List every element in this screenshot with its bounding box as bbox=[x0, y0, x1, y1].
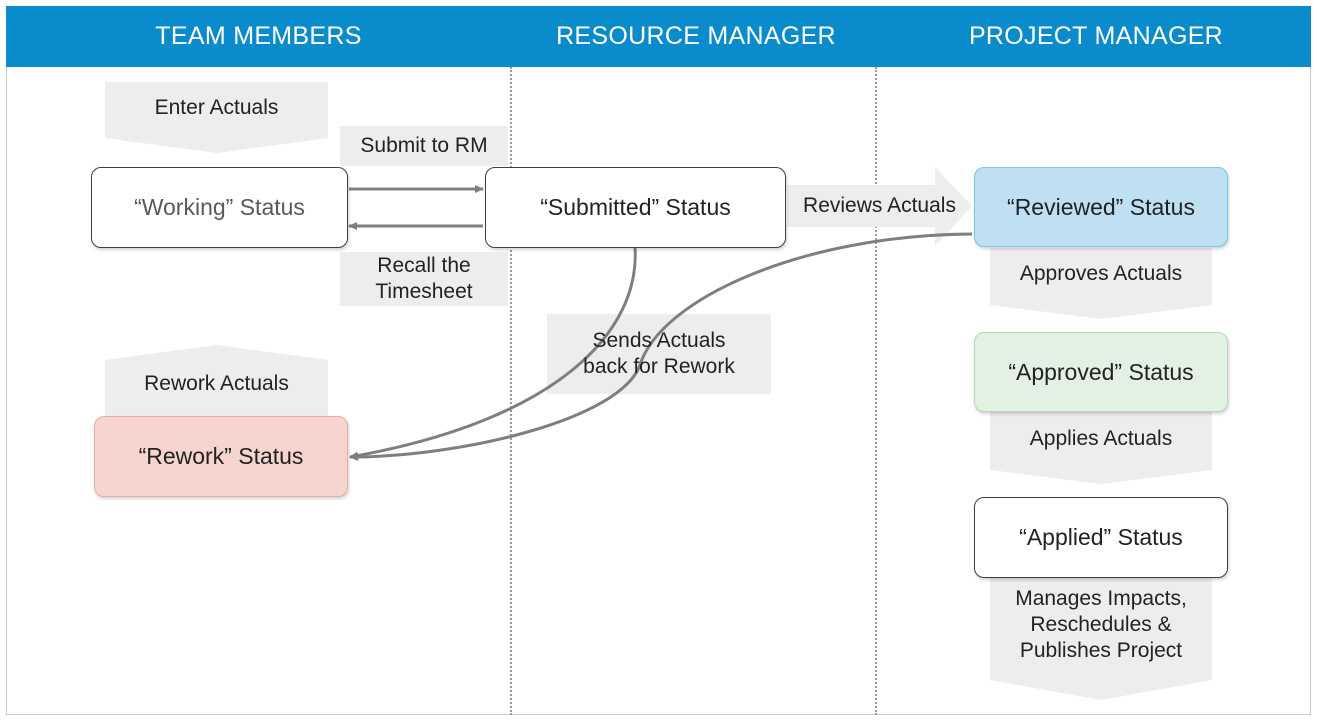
swimlane-header: TEAM MEMBERS RESOURCE MANAGER PROJECT MA… bbox=[6, 6, 1311, 67]
rework-status-label: “Rework” Status bbox=[138, 443, 304, 469]
approves-actuals-arrow bbox=[990, 248, 1212, 319]
rework-actuals-arrow bbox=[105, 345, 328, 418]
sends-back-label-bg bbox=[547, 314, 771, 394]
approves-actuals-label: Approves Actuals bbox=[1019, 262, 1183, 285]
recall-label-bg bbox=[340, 252, 508, 306]
recall-timesheet-label: Recall the Timesheet bbox=[375, 254, 473, 303]
submit-to-rm-label: Submit to RM bbox=[360, 134, 488, 157]
reviews-actuals-arrow bbox=[787, 167, 972, 246]
applied-status-box: “Applied” Status bbox=[974, 497, 1228, 578]
pm-rework-connector bbox=[349, 232, 973, 461]
sends-back-label: Sends Actuals back for Rework bbox=[583, 329, 735, 378]
manages-impacts-arrow bbox=[990, 578, 1212, 700]
enter-actuals-arrow bbox=[105, 82, 328, 153]
rework-status-box: “Rework” Status bbox=[94, 416, 348, 497]
lane-title-team-members: TEAM MEMBERS bbox=[155, 22, 362, 50]
rm-rework-connector bbox=[349, 247, 637, 460]
lane-divider-1 bbox=[510, 67, 512, 715]
submit-label-bg bbox=[340, 126, 508, 166]
working-status-box: “Working” Status bbox=[91, 167, 348, 248]
approved-status-label: “Approved” Status bbox=[1008, 358, 1194, 385]
submitted-status-label: “Submitted” Status bbox=[540, 194, 731, 220]
reviewed-status-box: “Reviewed” Status bbox=[974, 167, 1228, 247]
lane-divider-2 bbox=[875, 67, 877, 715]
lane-title-resource-manager: RESOURCE MANAGER bbox=[556, 22, 836, 50]
applied-status-label: “Applied” Status bbox=[1019, 524, 1183, 550]
manages-impacts-label: Manages Impacts, Reschedules & Publishes… bbox=[1015, 587, 1187, 662]
rework-actuals-label: Rework Actuals bbox=[144, 372, 289, 395]
submitted-status-box: “Submitted” Status bbox=[485, 167, 786, 248]
lane-title-project-manager: PROJECT MANAGER bbox=[968, 22, 1224, 50]
applies-actuals-arrow bbox=[990, 412, 1212, 484]
reviewed-status-label: “Reviewed” Status bbox=[1007, 193, 1195, 220]
reviews-actuals-label: Reviews Actuals bbox=[803, 194, 956, 217]
enter-actuals-label: Enter Actuals bbox=[154, 96, 279, 119]
applies-actuals-label: Applies Actuals bbox=[1029, 427, 1173, 450]
approved-status-box: “Approved” Status bbox=[974, 332, 1228, 412]
working-status-label: “Working” Status bbox=[134, 194, 305, 220]
